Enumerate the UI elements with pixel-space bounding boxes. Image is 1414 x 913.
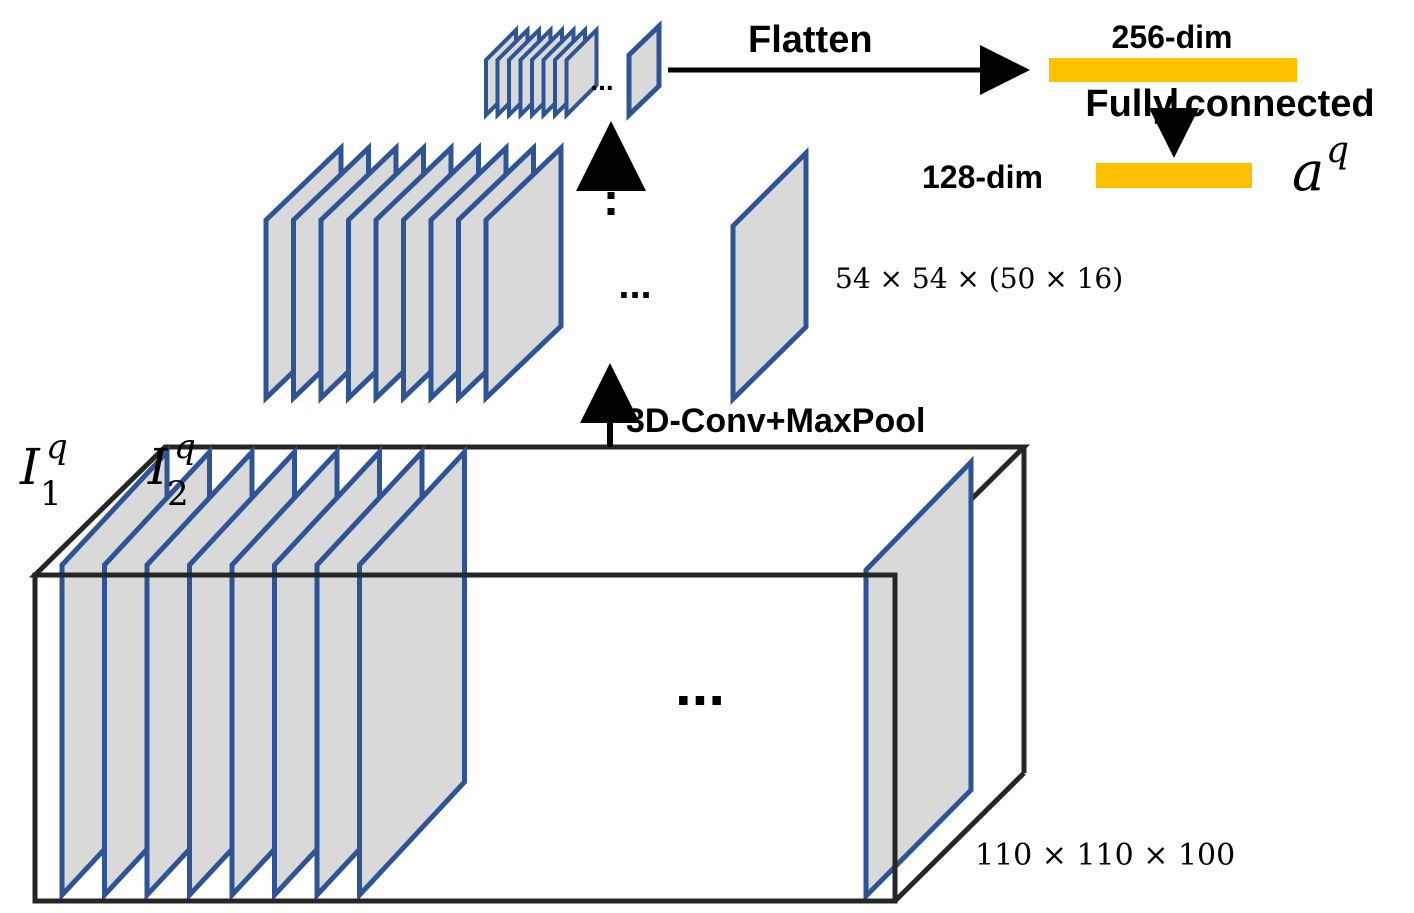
frame-label-i2: I q 2 [147,427,196,514]
top-frame-last [626,20,662,121]
bar-128 [1096,163,1252,188]
input-ellipsis: ... [675,651,725,718]
svg-text:I: I [147,438,169,496]
conv-label: 3D-Conv+MaxPool [626,402,925,440]
svg-text:a: a [1292,140,1324,203]
cuboid-front-face [32,572,898,904]
input-frame-8 [357,445,467,902]
dim128-label: 128-dim [922,159,1043,195]
top-frame-8 [564,25,599,120]
output-symbol-aq: a q [1292,130,1349,203]
middle-frame-9 [483,142,564,404]
middle-ellipsis: ... [618,263,651,307]
dim256-label: 256-dim [1112,19,1233,55]
cuboid-side-bottom-edge [893,771,1026,903]
top-feature-maps [484,25,599,120]
svg-text:I: I [19,438,41,496]
svg-text:q: q [46,427,68,467]
fc-label: Fully connected [1085,83,1374,125]
input-frame-last [863,455,974,903]
svg-text:q: q [174,427,196,467]
bar-256 [1049,58,1297,82]
middle-size-label: 54 × 54 × (50 × 16) [835,262,1123,295]
middle-feature-maps [263,142,564,404]
input-size-label: 110 × 110 × 100 [975,838,1235,873]
middle-frame-last [730,146,809,405]
frame-label-i1: I q 1 [19,427,68,514]
input-frames [59,445,467,902]
flatten-label: Flatten [748,19,873,61]
top-ellipsis: ... [590,65,613,96]
svg-text:2: 2 [167,474,189,514]
svg-text:q: q [1326,130,1349,171]
svg-text:1: 1 [40,474,62,514]
